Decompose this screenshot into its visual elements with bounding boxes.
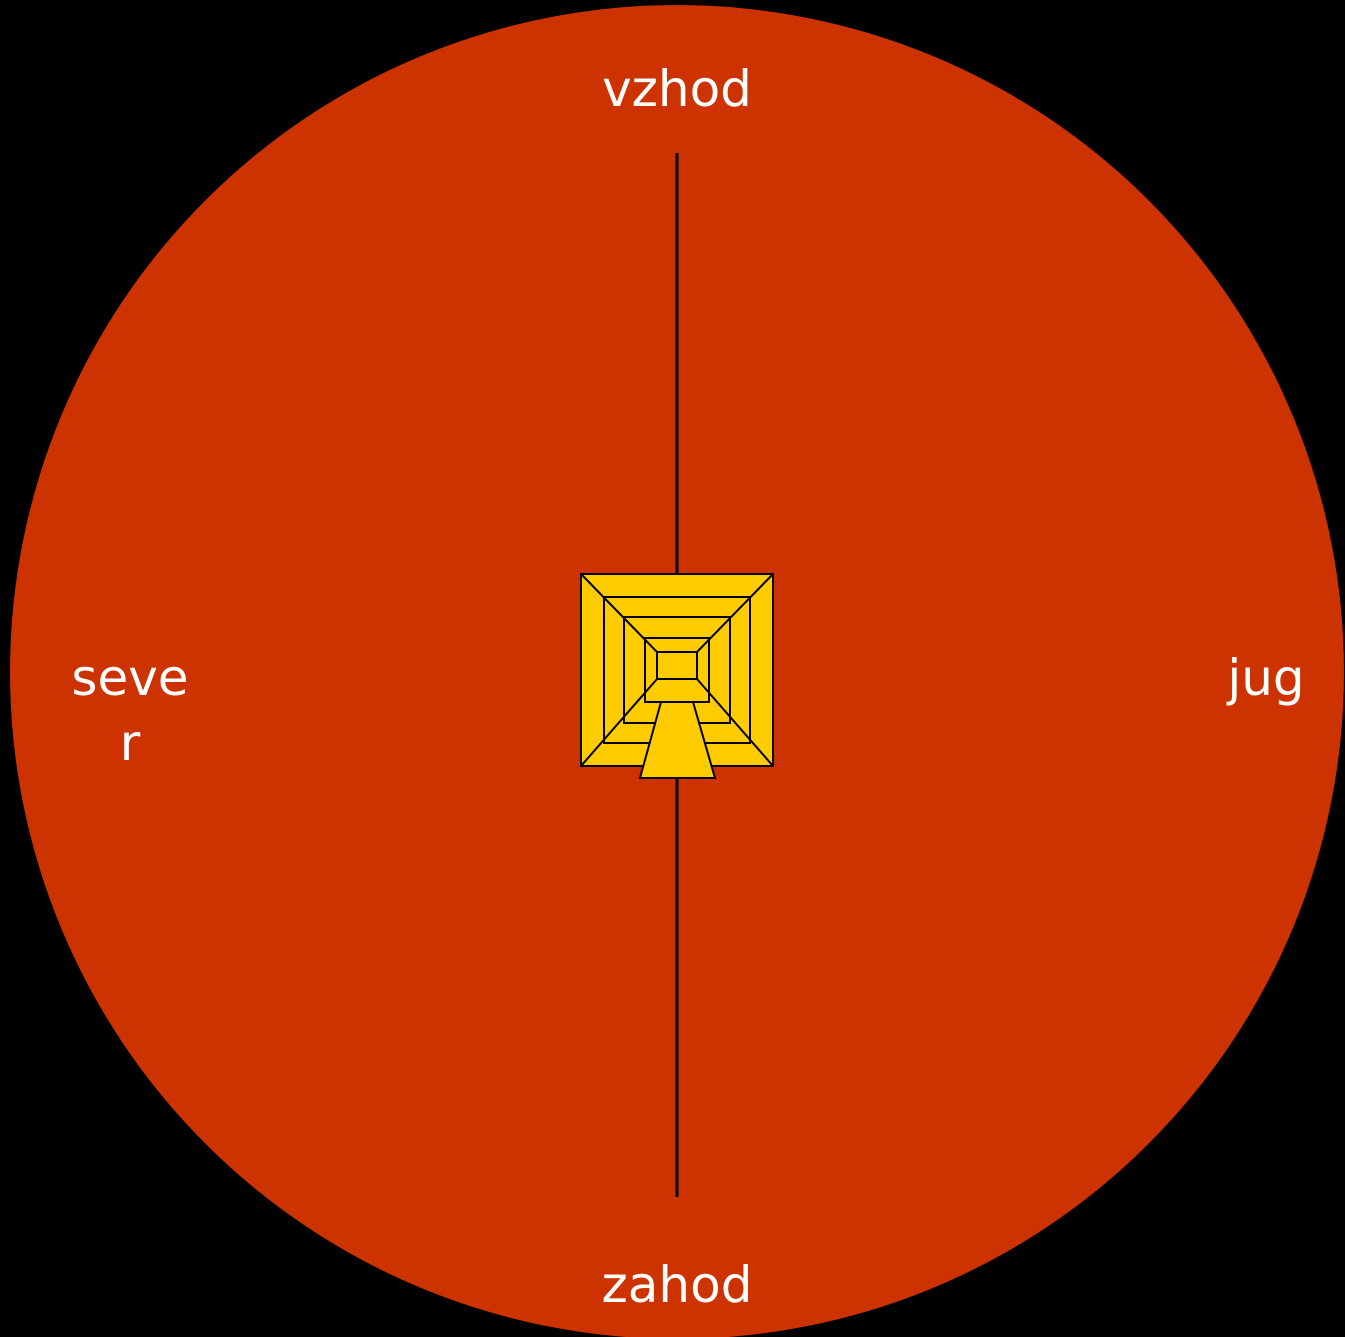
label-left-line2: r (120, 714, 141, 772)
label-left-line1: seve (71, 649, 188, 707)
label-right: jug (1226, 649, 1304, 707)
label-top: vzhod (602, 60, 752, 118)
label-bottom: zahod (602, 1256, 753, 1314)
pyramid-icon (581, 574, 773, 778)
